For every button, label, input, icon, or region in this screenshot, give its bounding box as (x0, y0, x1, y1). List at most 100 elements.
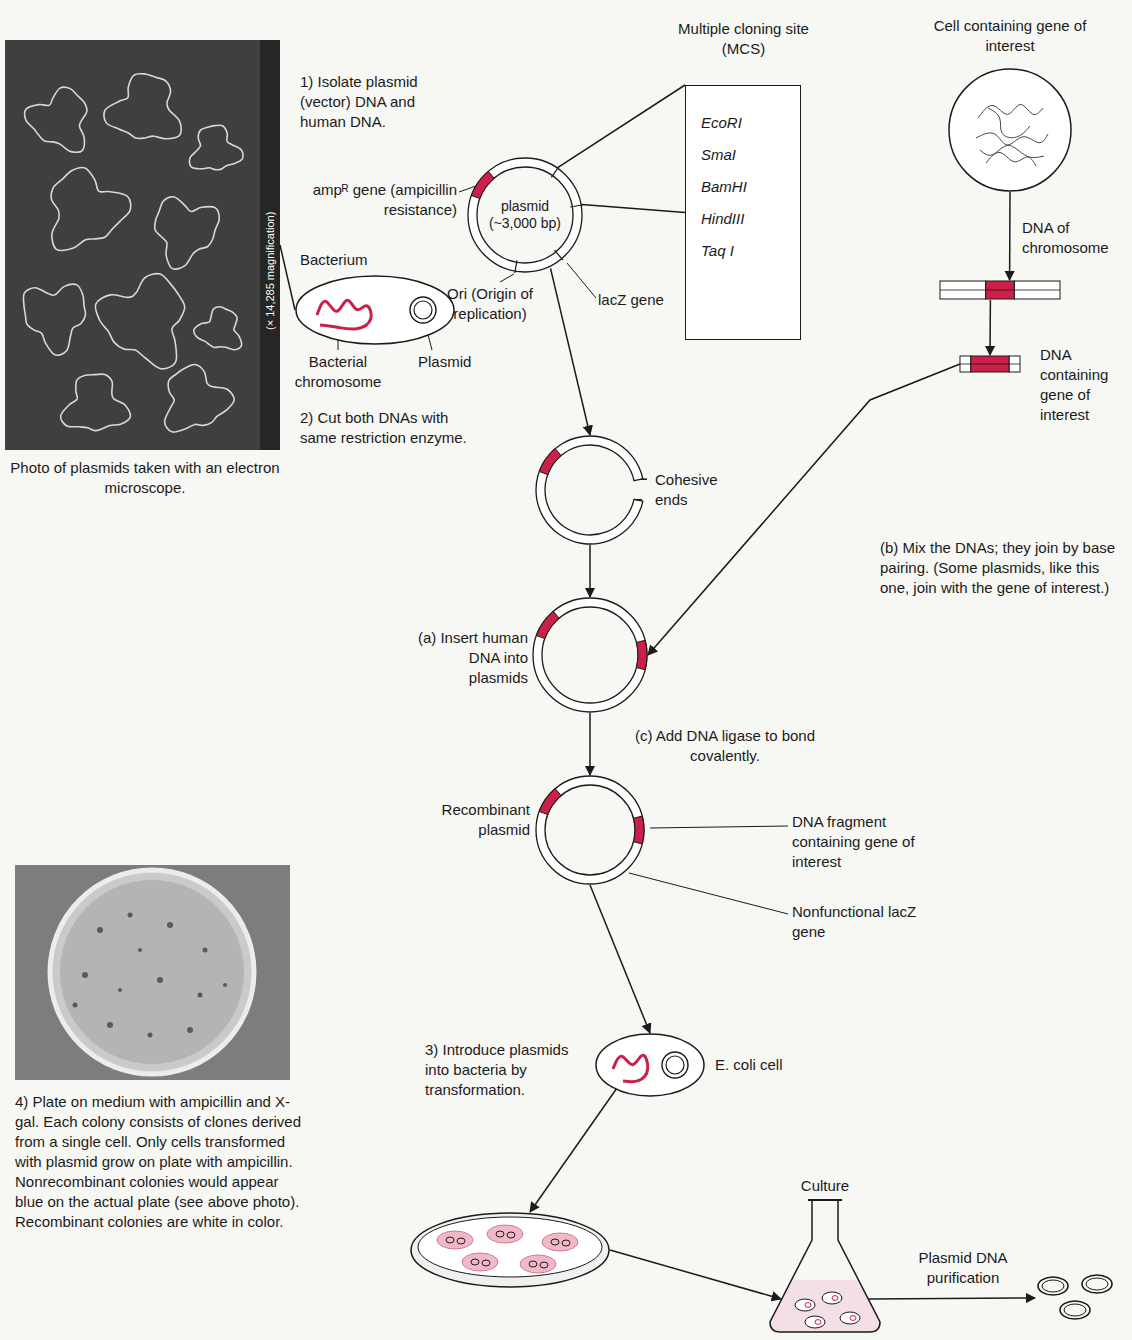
chromosome-squiggle (613, 1055, 648, 1081)
colony-dots (73, 1003, 78, 1008)
arrow-connector (551, 268, 590, 435)
petri-dish: 4) Plate on medium with ampicillin and X… (410, 1212, 610, 1288)
flask-label: Culture (770, 1176, 880, 1196)
cloning-site-box: Multiple cloning site (MCS)EcoRISmaIBamH… (685, 85, 801, 340)
plasmid-loop (23, 284, 85, 355)
arrow-connector (530, 1088, 617, 1212)
step-note: 4) Plate on medium with ampicillin and X… (15, 1092, 305, 1232)
shape-drawing (5, 40, 280, 450)
gene-segment (636, 640, 647, 670)
enzyme-name: BamHI (701, 177, 791, 197)
bacterium-symbol (822, 1292, 842, 1304)
plasmid-symbol (529, 1261, 537, 1267)
chromosome-dna: DNA of chromosome (940, 280, 1060, 300)
arrow-connector (610, 1250, 781, 1299)
colony-dots (118, 988, 122, 992)
colony-dots (203, 948, 208, 953)
step-note: (b) Mix the DNAs; they join by base pair… (880, 538, 1125, 598)
gene-segment (539, 789, 561, 815)
plasmid-symbol (562, 1240, 570, 1246)
shape-drawing (948, 68, 1072, 192)
micrograph-panel: Photo of plasmids taken with an electron… (5, 40, 280, 450)
gene-label: ampᴿ gene (ampicillin resistance) (290, 180, 457, 220)
plasmid-loop (95, 274, 184, 369)
plate-agar (60, 880, 244, 1064)
box-heading: Multiple cloning site (MCS) (661, 19, 826, 59)
arrow-connector (1009, 192, 1011, 280)
shape-drawing (532, 597, 648, 713)
dish-rim (411, 1213, 609, 1287)
step-note: 2) Cut both DNAs with same restriction e… (300, 408, 468, 448)
flask-outline (770, 1200, 880, 1332)
step-note: (a) Insert human DNA into plasmids (410, 628, 528, 688)
enzyme-name: Taq I (701, 241, 791, 261)
colony (520, 1255, 556, 1273)
site-tick (551, 167, 558, 178)
plasmid-symbol (815, 1320, 821, 1325)
plasmid-loop (194, 307, 242, 350)
colony-dots (97, 927, 103, 933)
gene-segment (633, 816, 644, 844)
plasmid-ring (533, 598, 647, 712)
plasmid-symbol (457, 1238, 465, 1244)
shape-drawing (295, 275, 455, 345)
plasmid-symbol (1064, 1304, 1086, 1316)
colony-dots (167, 922, 173, 928)
plasmid-symbol (446, 1237, 454, 1243)
cohesive-end (636, 499, 642, 501)
culture-liquid (770, 1280, 880, 1332)
part-label: Cohesive ends (655, 470, 740, 510)
connector-line (280, 245, 295, 310)
colony-dots (138, 948, 142, 952)
colony (487, 1225, 523, 1243)
site-tick (555, 250, 563, 260)
purified-plasmids: Plasmid DNA purification (1035, 1272, 1125, 1324)
flask-lip (808, 1199, 842, 1201)
cohesive-end (641, 478, 647, 480)
colony-dots (187, 1027, 193, 1033)
figure-caption: Photo of plasmids taken with an electron… (5, 458, 285, 498)
bacterium-cell: Bacterium (295, 275, 455, 345)
plasmid-ring (536, 436, 647, 544)
plate-rim (50, 870, 254, 1074)
shape-drawing (1035, 1272, 1125, 1324)
plasmid-loop (189, 125, 243, 170)
bacterium-symbol (805, 1316, 825, 1328)
plasmid-loop (25, 87, 87, 152)
plasmid-symbol (540, 1262, 548, 1268)
strand-midline (940, 290, 1060, 291)
plate-photo (15, 865, 290, 1080)
arrow-connector (869, 1298, 1035, 1299)
colony-dots (148, 1033, 153, 1038)
shape-drawing (770, 1200, 880, 1332)
plasmid-loop (165, 364, 235, 432)
plasmid-symbol (1082, 1275, 1112, 1293)
plasmid-ring: plasmid (~3,000 bp) (467, 157, 583, 273)
plasmid-symbol (482, 1260, 490, 1266)
plasmid-symbol (805, 1303, 811, 1308)
plasmid-symbol (496, 1231, 504, 1237)
colony (462, 1253, 498, 1271)
arrow-connector (989, 300, 991, 355)
step-note: 1) Isolate plasmid (vector) DNA and huma… (300, 72, 460, 132)
chromosome-squiggle (317, 300, 371, 329)
dna-label: DNA containing gene of interest (1040, 345, 1128, 425)
plasmid-symbol (1038, 1277, 1068, 1295)
plasmid-symbol (1060, 1301, 1090, 1319)
plasmid-symbol (832, 1296, 838, 1301)
dna-ring (536, 436, 643, 544)
colony-dots (157, 977, 163, 983)
plasmid-symbol (662, 1052, 688, 1078)
chromosome-tangle (988, 108, 1030, 138)
colony-dots (107, 1022, 113, 1028)
dna-ring (468, 158, 582, 272)
colony-dots (82, 972, 88, 978)
source-cell: Cell containing gene of interest (948, 68, 1072, 192)
colony-dots (198, 993, 203, 998)
arrow-connector (589, 545, 591, 597)
chromosome-tangle (976, 133, 1048, 145)
enzyme-name: EcoRI (701, 113, 791, 133)
part-label: Bacterial chromosome (283, 352, 393, 392)
bacterium-symbol (840, 1312, 860, 1324)
